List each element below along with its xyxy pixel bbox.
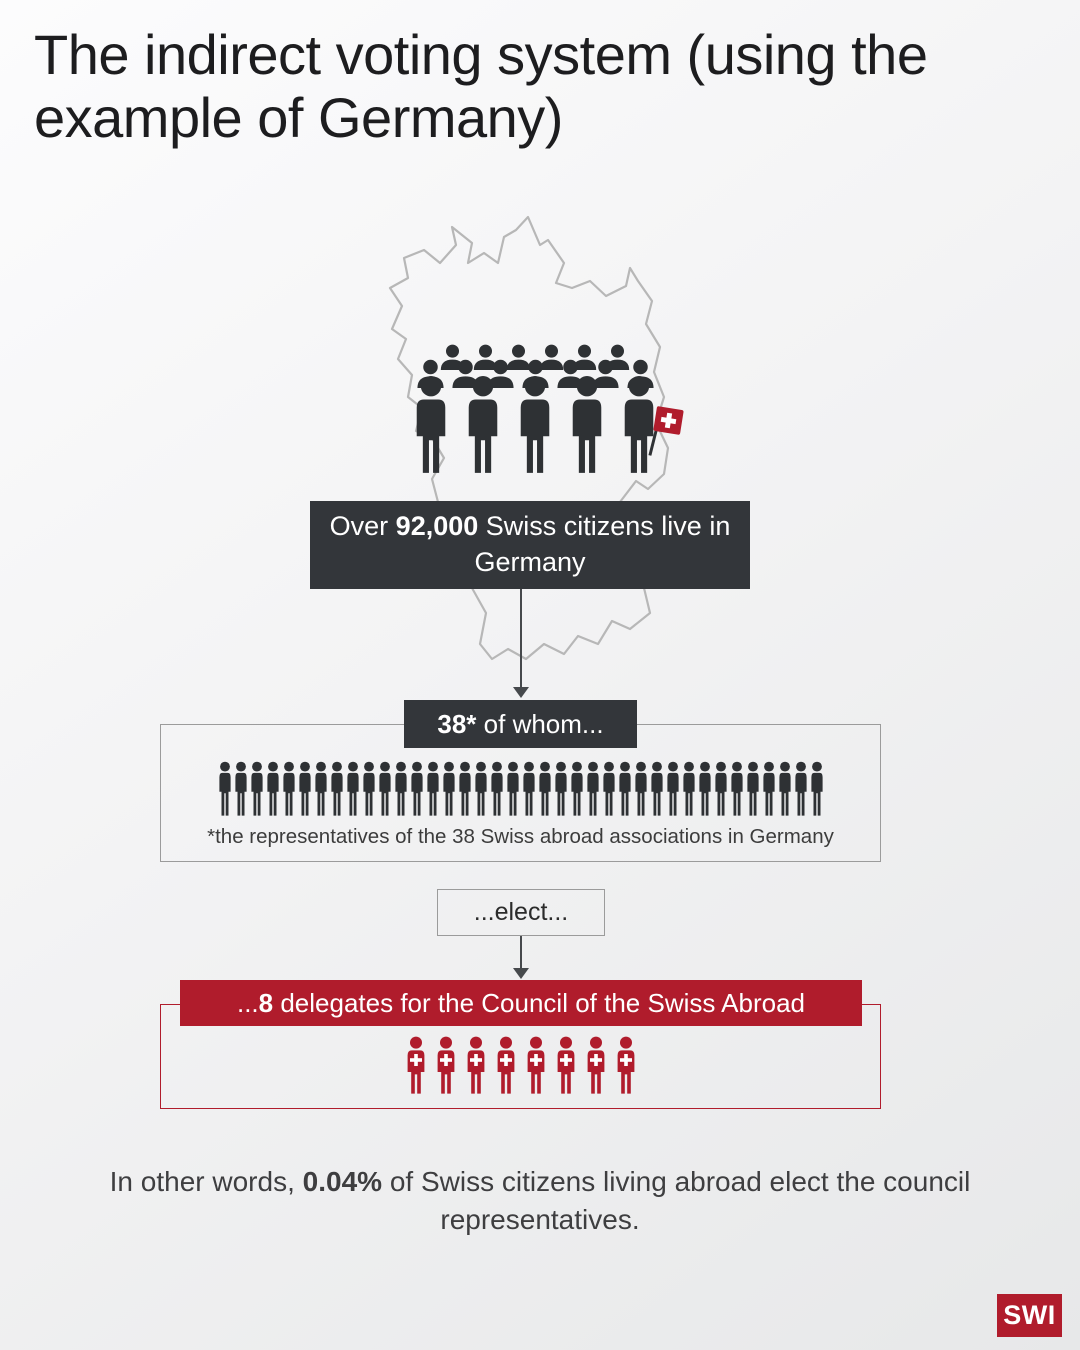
association-person-icon	[778, 761, 792, 817]
delegates-banner: ...8 delegates for the Council of the Sw…	[180, 980, 862, 1026]
association-person-icon	[586, 761, 600, 817]
swiss-delegate-icon	[614, 1035, 638, 1097]
association-person-icon	[298, 761, 312, 817]
association-person-icon	[362, 761, 376, 817]
association-person-icon	[730, 761, 744, 817]
person-icon	[408, 375, 454, 477]
association-person-icon	[394, 761, 408, 817]
citizens-count-box: Over 92,000 Swiss citizens live in Germa…	[310, 501, 750, 589]
whom-text: 38* of whom...	[437, 708, 604, 739]
association-person-icon	[682, 761, 696, 817]
delegates-banner-text: ...8 delegates for the Council of the Sw…	[236, 987, 805, 1018]
association-person-icon	[314, 761, 328, 817]
swiss-delegate-icon	[494, 1035, 518, 1097]
delegates-number: 8	[258, 987, 274, 1018]
swiss-flag-icon	[644, 406, 692, 458]
associations-footnote: *the representatives of the 38 Swiss abr…	[207, 825, 834, 848]
citizens-count-text: Over 92,000 Swiss citizens live in Germa…	[329, 511, 731, 577]
association-person-icon	[714, 761, 728, 817]
arrow-down-line	[520, 936, 522, 969]
page-title: The indirect voting system (using the ex…	[34, 23, 928, 149]
association-person-icon	[522, 761, 536, 817]
swi-logo-label: SWI	[1003, 1300, 1056, 1330]
germany-map-outline-icon	[388, 215, 670, 661]
person-icon	[460, 375, 506, 477]
elect-label: ...elect...	[473, 898, 569, 926]
association-person-icon	[602, 761, 616, 817]
citizens-number: 92,000	[395, 511, 479, 542]
arrow-down-head-icon	[513, 968, 529, 979]
association-person-icon	[554, 761, 568, 817]
association-person-icon	[458, 761, 472, 817]
association-person-icon	[378, 761, 392, 817]
association-person-icon	[474, 761, 488, 817]
citizens-crowd-illustration	[398, 344, 672, 477]
whom-number: 38*	[437, 708, 477, 739]
flag-cloth	[653, 406, 684, 435]
swiss-delegate-icon	[464, 1035, 488, 1097]
association-person-icon	[234, 761, 248, 817]
association-person-icon	[794, 761, 808, 817]
arrow-down-line	[520, 589, 522, 688]
association-person-icon	[618, 761, 632, 817]
association-person-icon	[218, 761, 232, 817]
association-person-icon	[330, 761, 344, 817]
association-person-icon	[650, 761, 664, 817]
elect-box: ...elect...	[437, 889, 605, 936]
summary-percentage: 0.04%	[302, 1166, 383, 1197]
association-person-icon	[666, 761, 680, 817]
association-person-icon	[538, 761, 552, 817]
association-person-icon	[698, 761, 712, 817]
association-person-icon	[570, 761, 584, 817]
delegates-icon-row	[161, 1035, 880, 1097]
person-icon	[564, 375, 610, 477]
swiss-delegate-icon	[404, 1035, 428, 1097]
association-person-icon	[410, 761, 424, 817]
association-person-icon	[490, 761, 504, 817]
whom-box: 38* of whom...	[404, 700, 637, 748]
swi-logo: SWI	[997, 1294, 1062, 1337]
swiss-delegate-icon	[434, 1035, 458, 1097]
association-person-icon	[266, 761, 280, 817]
crowd-front-row	[405, 375, 665, 477]
swiss-delegate-icon	[554, 1035, 578, 1097]
association-person-icon	[762, 761, 776, 817]
association-person-icon	[426, 761, 440, 817]
associations-icon-row	[161, 761, 880, 817]
association-person-icon	[346, 761, 360, 817]
summary-note: In other words, 0.04% of Swiss citizens …	[109, 1166, 971, 1235]
association-person-icon	[442, 761, 456, 817]
association-person-icon	[810, 761, 824, 817]
swiss-delegate-icon	[524, 1035, 548, 1097]
swiss-delegate-icon	[584, 1035, 608, 1097]
association-person-icon	[282, 761, 296, 817]
association-person-icon	[634, 761, 648, 817]
association-person-icon	[506, 761, 520, 817]
association-person-icon	[250, 761, 264, 817]
person-icon	[512, 375, 558, 477]
arrow-down-head-icon	[513, 687, 529, 698]
association-person-icon	[746, 761, 760, 817]
